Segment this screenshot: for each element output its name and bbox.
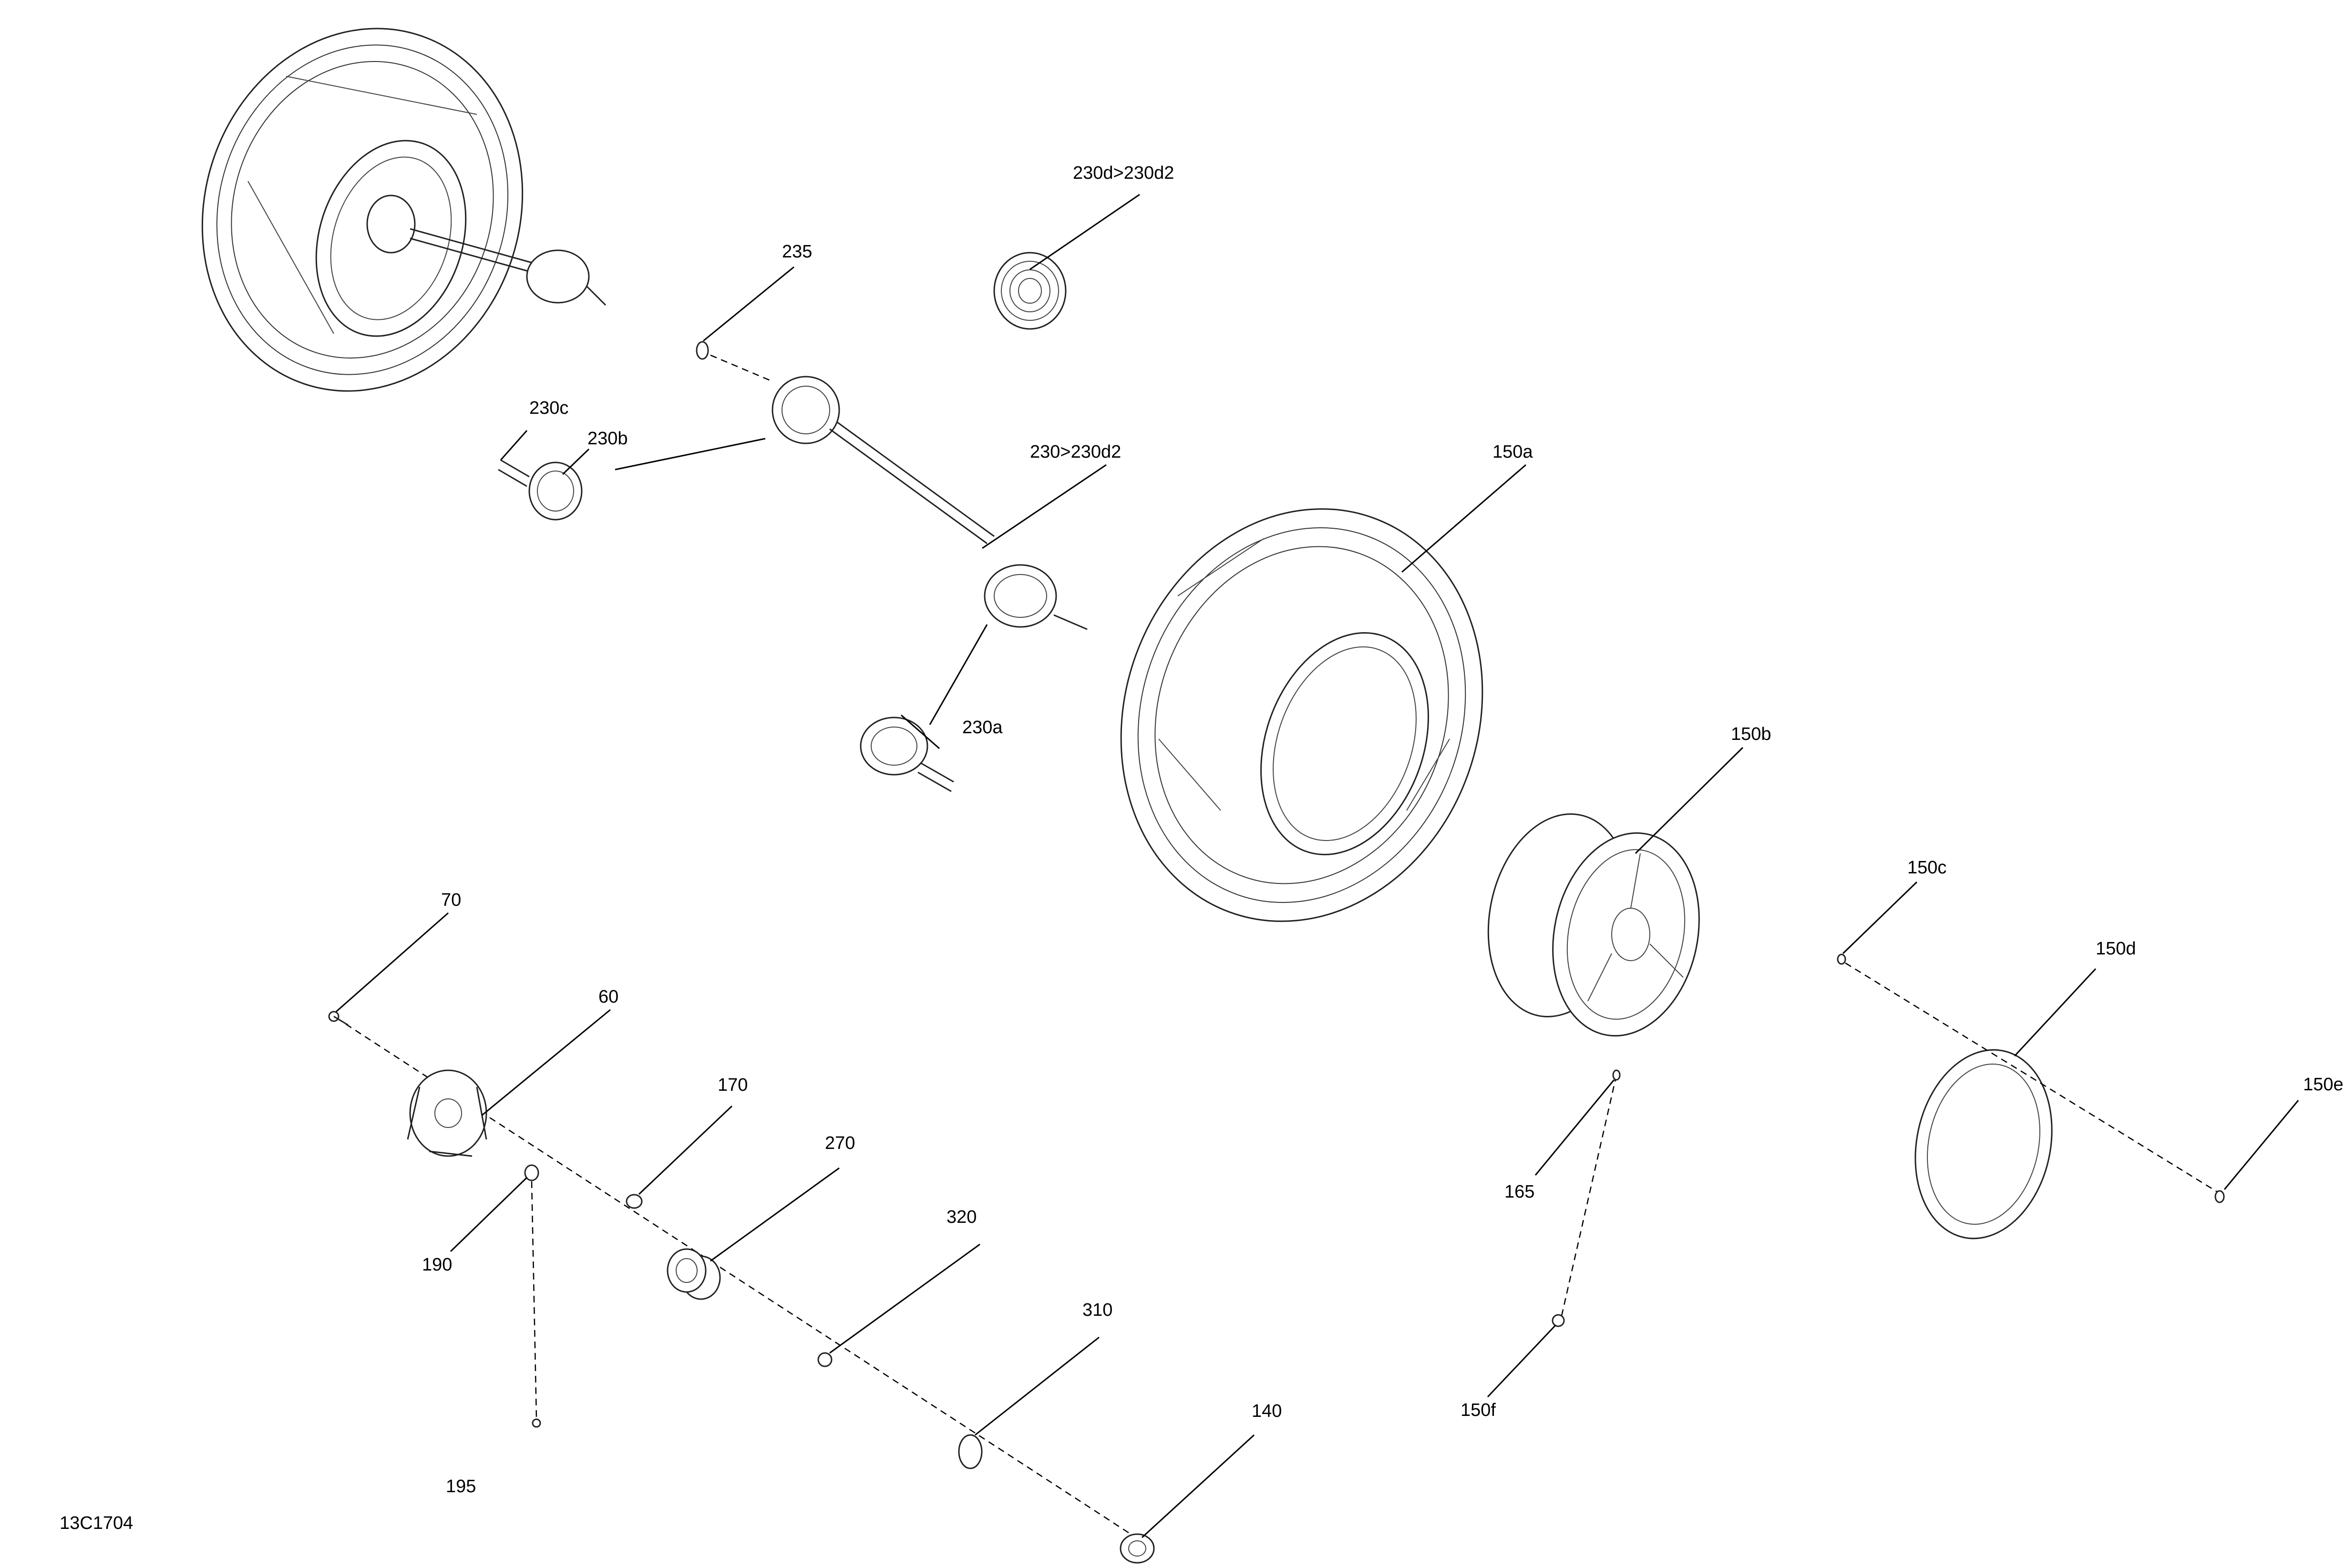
callout-150c: 150c [1907, 858, 1946, 878]
callout-70: 70 [441, 890, 461, 910]
callout-310: 310 [1082, 1300, 1112, 1320]
washer-320-drawing [817, 1352, 833, 1367]
callout-230b: 230b [587, 429, 628, 449]
callout-150d: 150d [2096, 939, 2136, 959]
nut-150f-drawing [1552, 1314, 1565, 1327]
hub-60-drawing [407, 1069, 487, 1157]
drawing-code: 13C1704 [60, 1513, 133, 1533]
sensor-190-drawing [524, 1164, 539, 1181]
bead-ring-150d-drawing [1914, 1049, 2053, 1240]
callout-150e: 150e [2303, 1075, 2344, 1095]
bolt-150c-drawing [1837, 953, 1846, 965]
callout-230-230d2: 230>230d2 [1030, 442, 1121, 462]
callout-150f: 150f [1461, 1400, 1496, 1420]
callout-190: 190 [422, 1255, 452, 1275]
bolt-150e-drawing [2214, 1190, 2225, 1203]
callout-140: 140 [1252, 1401, 1282, 1421]
outer-joint-230a-drawing [860, 717, 954, 792]
drive-shaft-230-drawing [772, 376, 1088, 630]
callout-150b: 150b [1731, 724, 1771, 744]
callout-230d-230d2: 230d>230d2 [1073, 163, 1174, 183]
stud-170-drawing [626, 1194, 643, 1209]
callout-230c: 230c [529, 398, 568, 418]
callout-195: 195 [446, 1476, 476, 1496]
callout-60: 60 [598, 987, 618, 1007]
tire-150a-drawing [1120, 508, 1483, 922]
callout-230a: 230a [962, 717, 1003, 738]
callout-165: 165 [1504, 1182, 1534, 1202]
rim-150b-drawing [1487, 813, 1700, 1037]
callout-235: 235 [782, 242, 812, 262]
hub-nut-140-drawing [1120, 1533, 1155, 1564]
callout-150a: 150a [1492, 442, 1533, 462]
valve-165-drawing [1612, 1069, 1621, 1081]
bearing-270-drawing [667, 1248, 721, 1300]
inner-joint-230b-drawing [498, 459, 583, 521]
circlip-310-drawing [958, 1434, 983, 1469]
callout-270: 270 [825, 1133, 855, 1153]
circlip-235-drawing [696, 341, 709, 360]
callout-170: 170 [718, 1075, 748, 1095]
assembled-wheel-drawing [201, 28, 607, 392]
boot-230d-drawing [993, 252, 1067, 330]
callout-320: 320 [947, 1207, 977, 1227]
screw-195-drawing [532, 1418, 541, 1428]
